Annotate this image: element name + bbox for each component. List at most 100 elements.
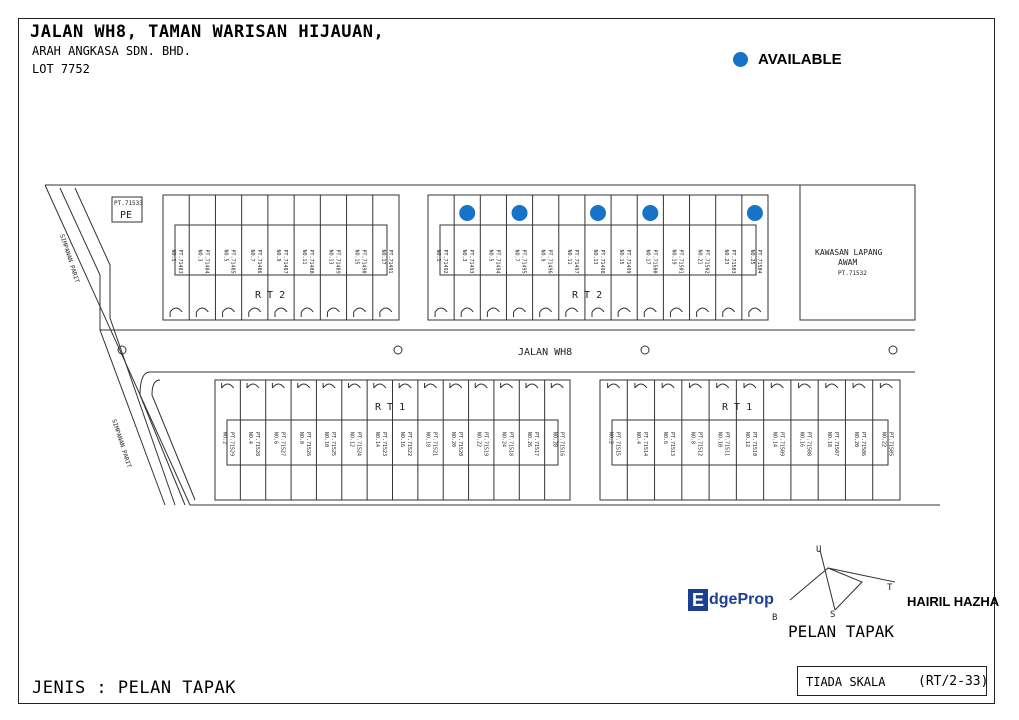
reference-code: (RT/2-33) xyxy=(918,674,989,689)
rt1-right-lot-no: NO.18 xyxy=(826,432,832,447)
rt2-right-lot-no: NO.17 xyxy=(644,250,650,265)
rt2-left-lot-no: NO.9 xyxy=(275,250,281,262)
rt1-right-lot-no: NO.2 xyxy=(608,432,614,444)
road-curve-left xyxy=(139,371,186,506)
rt1-left-gate-mark xyxy=(449,383,463,389)
rt2-right-lot-pt: PT.71500 xyxy=(651,250,657,274)
rt1-right-lot-pt: PT.71514 xyxy=(642,432,648,456)
rt1-left-lot-pt: PT.71518 xyxy=(508,432,514,456)
compass-icon xyxy=(789,549,896,611)
rt1-left-lot-pt: PT.71528 xyxy=(254,432,260,456)
rt2-left-gate-mark xyxy=(169,307,183,313)
rt1-right-row-outline xyxy=(599,379,901,501)
manhole-icon xyxy=(640,345,650,355)
rt2-left-gate-mark xyxy=(300,307,314,313)
drawing-frame xyxy=(18,18,995,704)
rt2-left-lot-no: NO.11 xyxy=(301,250,307,265)
developer-name: ARAH ANGKASA SDN. BHD. xyxy=(32,44,191,58)
rt2-left-lot-pt: PT.71491 xyxy=(387,250,393,274)
compass-arrow xyxy=(789,567,863,611)
rt2-left-lot-pt: PT.71487 xyxy=(282,250,288,274)
rt1-left-lot-pt: PT.71525 xyxy=(330,432,336,456)
rt1-left-lot-pt: PT.71519 xyxy=(482,432,488,456)
rt2-left-lot-no: NO.13 xyxy=(327,250,333,265)
rt2-right-lot-pt: PT.71492 xyxy=(442,250,448,274)
rt2-left-gate-mark xyxy=(195,307,209,313)
rt2-right-lot-no: NO.3 xyxy=(461,250,467,262)
rt1-left-lot-pt: PT.71520 xyxy=(457,432,463,456)
rt2-right-gate-mark xyxy=(486,307,500,313)
compass-t-label: T xyxy=(887,583,893,593)
rt1-right-rt-label: R T 1 xyxy=(722,402,752,413)
rt2-left-gate-mark xyxy=(222,307,235,313)
rt1-right-lot-pt: PT.71512 xyxy=(696,432,702,456)
rt1-right-lot-pt: PT.71513 xyxy=(669,432,675,456)
rt1-left-gate-mark xyxy=(348,383,361,389)
rt1-left-lot-pt: PT.71522 xyxy=(406,432,412,456)
rt1-left-lot-pt: PT.71517 xyxy=(533,432,539,456)
rt1-right-gate-mark xyxy=(689,383,702,389)
rt2-left-lot-pt: PT.71490 xyxy=(361,250,367,274)
rt2-right-gate-mark xyxy=(539,307,553,313)
rt2-left-gate-mark xyxy=(274,307,288,313)
available-unit-dot xyxy=(590,205,606,221)
rt2-left-building-outline xyxy=(174,224,388,276)
rt2-left-lot-pt: PT.71484 xyxy=(203,250,209,274)
rt1-right-building-outline xyxy=(611,419,889,466)
rt2-left-lot-no: NO.7 xyxy=(249,250,255,262)
rt2-right-lot-no: NO.7 xyxy=(514,250,520,262)
rt1-right-lot-no: NO.12 xyxy=(744,432,750,447)
site-boundary-outer xyxy=(44,184,940,506)
rt2-left-rt-label: R T 2 xyxy=(255,290,285,301)
rt1-left-rt-label: R T 1 xyxy=(375,402,405,413)
rt2-right-gate-mark xyxy=(748,307,762,313)
rt1-right-lot-no: NO.4 xyxy=(635,432,641,444)
rt2-left-lot-pt: PT.71489 xyxy=(334,250,340,274)
rt1-left-lot-pt: PT.71524 xyxy=(355,432,361,456)
rt2-right-lot-no: NO.15 xyxy=(618,250,624,265)
rt2-left-lot-no: NO.1 xyxy=(170,250,176,262)
rt1-left-gate-mark xyxy=(474,383,488,389)
rt1-right-lot-pt: PT.71511 xyxy=(724,432,730,456)
rt2-right-lot-no: NO.5 xyxy=(487,250,493,262)
rt2-right-lot-no: NO.11 xyxy=(566,250,572,265)
compass-line-2 xyxy=(827,567,896,583)
open-space-lot: PT.71532 xyxy=(838,270,867,277)
plan-caption: PELAN TAPAK xyxy=(788,622,894,641)
manhole-icon xyxy=(393,345,403,355)
rt1-left-gate-mark xyxy=(424,383,437,389)
rt1-right-lot-pt: PT.71515 xyxy=(615,432,621,456)
rt1-right-gate-mark xyxy=(716,383,730,389)
available-unit-dot xyxy=(511,205,528,221)
rt2-left-lot-pt: PT.71488 xyxy=(308,250,314,274)
rt1-right-lot-pt: PT.71510 xyxy=(751,432,757,456)
rt2-right-lot-pt: PT.71494 xyxy=(494,250,500,274)
rt2-right-lot-pt: PT.71495 xyxy=(521,250,527,274)
rt2-right-gate-mark xyxy=(696,307,710,313)
rt2-right-gate-mark xyxy=(434,307,448,313)
rt2-right-gate-mark xyxy=(460,307,474,313)
rt1-left-lot-pt: PT.71516 xyxy=(558,432,564,456)
drain-reserve-label-bottom: SIMPANAN PARIT xyxy=(110,418,132,469)
rt2-right-gate-mark xyxy=(513,307,526,313)
rt2-left-lot-no: NO.17 xyxy=(380,250,386,265)
compass-b-label: B xyxy=(772,613,777,623)
rt1-right-gate-mark xyxy=(743,383,757,389)
rt1-left-lot-pt: PT.71527 xyxy=(279,432,285,456)
open-space-label: KAWASAN LAPANG xyxy=(815,248,883,257)
compass-line xyxy=(819,549,836,611)
rt1-right-lot-no: NO.6 xyxy=(662,432,668,444)
compass-u-label: U xyxy=(816,545,821,555)
rt2-right-lot-pt: PT.71503 xyxy=(730,250,736,274)
rt1-left-gate-mark xyxy=(398,383,412,389)
rt2-right-row-outline xyxy=(427,194,769,321)
pe-lot xyxy=(111,196,143,223)
rt1-right-lot-no: NO.16 xyxy=(799,432,805,447)
rt1-left-lot-no: NO.22 xyxy=(475,432,481,447)
rt1-left-gate-mark xyxy=(246,383,260,389)
rt2-left-lot-pt: PT.71486 xyxy=(256,250,262,274)
edgeprop-logo-icon: E xyxy=(688,589,708,611)
rt2-right-lot-pt: PT.71497 xyxy=(573,250,579,274)
legend-available-label: AVAILABLE xyxy=(758,51,842,68)
